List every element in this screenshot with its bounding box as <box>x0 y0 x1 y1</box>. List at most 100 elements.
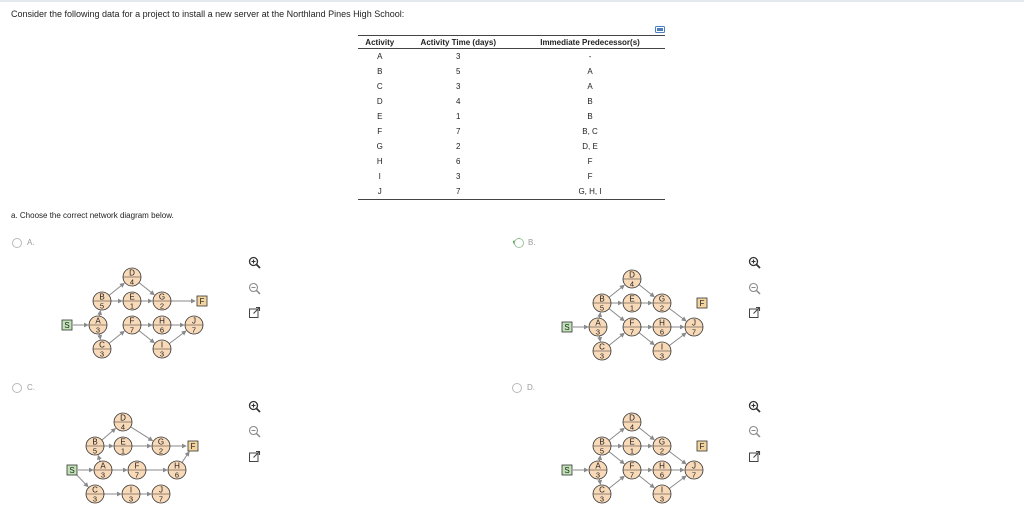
zoom-in-icon[interactable] <box>248 256 261 269</box>
node-activity-label: B <box>99 293 104 302</box>
node-time-label: 3 <box>600 495 604 504</box>
column-header-activity: Activity <box>358 35 402 49</box>
zoom-out-icon[interactable] <box>248 282 261 295</box>
edge-A-B <box>597 312 603 319</box>
zoom-in-icon[interactable] <box>748 400 761 413</box>
cell-time: 4 <box>456 97 461 106</box>
node-time-label: 4 <box>630 280 634 289</box>
activity-node-f: F7 <box>622 317 642 337</box>
start-node: S <box>66 464 78 476</box>
popout-icon[interactable] <box>248 450 261 463</box>
zoom-out-icon[interactable] <box>748 282 761 295</box>
edge-A-B <box>597 455 603 462</box>
cell-time: 5 <box>456 67 461 76</box>
finish-node: F <box>696 440 708 452</box>
node-activity-label: G <box>659 438 665 447</box>
node-time-label: 6 <box>660 328 664 337</box>
cell-activity: F <box>377 127 383 136</box>
node-time-label: 1 <box>121 447 125 456</box>
popout-icon[interactable] <box>248 306 261 319</box>
node-activity-label: J <box>692 319 696 328</box>
node-time-label: 7 <box>159 495 163 504</box>
cell-predecessors: B <box>587 112 593 121</box>
zoom-in-icon[interactable] <box>748 256 761 269</box>
node-label: F <box>700 299 705 308</box>
node-activity-label: F <box>630 462 635 471</box>
node-time-label: 4 <box>130 278 134 287</box>
node-activity-label: E <box>629 438 634 447</box>
option-d-label[interactable]: D. <box>527 383 535 392</box>
node-activity-label: D <box>120 414 126 423</box>
node-activity-label: G <box>159 293 165 302</box>
finish-node: F <box>696 297 708 309</box>
activity-node-e: E1 <box>113 436 133 456</box>
node-activity-label: F <box>135 462 140 471</box>
node-time-label: 7 <box>130 326 134 335</box>
zoom-out-icon[interactable] <box>248 425 261 438</box>
zoom-out-icon[interactable] <box>748 425 761 438</box>
node-activity-label: E <box>629 295 634 304</box>
cell-activity: H <box>376 157 383 166</box>
cell-activity: D <box>376 97 383 106</box>
option-c-radio[interactable] <box>12 383 22 393</box>
node-time-label: 4 <box>121 423 125 432</box>
node-time-label: 4 <box>630 423 634 432</box>
activity-node-e: E1 <box>622 436 642 456</box>
cell-predecessors: A <box>587 67 593 76</box>
node-activity-label: H <box>159 317 165 326</box>
node-time-label: 3 <box>600 352 604 361</box>
node-activity-label: E <box>129 293 134 302</box>
node-time-label: 1 <box>130 302 134 311</box>
node-label: F <box>191 442 196 451</box>
cell-predecessors: B, C <box>582 127 598 136</box>
question-text: Consider the following data for a projec… <box>11 9 405 19</box>
activity-node-h: H6 <box>167 460 187 480</box>
edge-I-J <box>168 330 187 344</box>
edge-S-C <box>75 473 89 488</box>
start-node: S <box>561 464 573 476</box>
option-a-label[interactable]: A. <box>27 238 35 247</box>
node-activity-label: B <box>599 295 604 304</box>
node-label: S <box>564 323 569 332</box>
cell-time: 1 <box>456 112 461 121</box>
cell-time: 3 <box>456 82 461 91</box>
activity-node-g: G2 <box>652 436 672 456</box>
node-time-label: 7 <box>192 326 196 335</box>
cell-activity: B <box>377 67 383 76</box>
cell-activity: J <box>358 184 402 200</box>
node-activity-label: H <box>659 462 665 471</box>
node-time-label: 6 <box>660 471 664 480</box>
activity-node-a: A3 <box>88 315 108 335</box>
option-b-radio[interactable] <box>514 238 524 248</box>
option-c-label[interactable]: C. <box>27 383 35 392</box>
edge-B-F <box>608 308 625 322</box>
edge-A-C <box>597 478 603 485</box>
node-time-label: 1 <box>630 304 634 313</box>
edge-B-D <box>608 427 625 441</box>
node-activity-label: I <box>661 343 663 352</box>
activity-node-h: H6 <box>152 315 172 335</box>
node-activity-label: B <box>92 438 97 447</box>
node-time-label: 3 <box>129 495 133 504</box>
cell-predecessors: A <box>587 82 593 91</box>
option-b-label[interactable]: B. <box>528 238 536 247</box>
column-header-activity-time: Activity Time (days) <box>401 35 516 49</box>
cell-time: 7 <box>456 127 461 136</box>
popout-icon[interactable] <box>748 450 761 463</box>
zoom-in-icon[interactable] <box>248 400 261 413</box>
popout-icon[interactable] <box>748 306 761 319</box>
cell-predecessors: F <box>587 157 593 166</box>
start-node: S <box>561 321 573 333</box>
edge-A-B <box>97 454 102 462</box>
node-activity-label: C <box>599 343 605 352</box>
cell-predecessors: - <box>588 52 592 61</box>
option-a-radio[interactable] <box>12 238 22 248</box>
camera-icon[interactable] <box>655 25 665 34</box>
table-row: F 7 B, C <box>358 124 665 139</box>
node-activity-label: B <box>599 438 604 447</box>
cell-activity: C <box>376 82 383 91</box>
option-d-radio[interactable] <box>512 383 522 393</box>
activity-node-g: G2 <box>151 436 171 456</box>
edge-A-C <box>97 333 103 340</box>
activity-node-b: B5 <box>592 436 612 456</box>
